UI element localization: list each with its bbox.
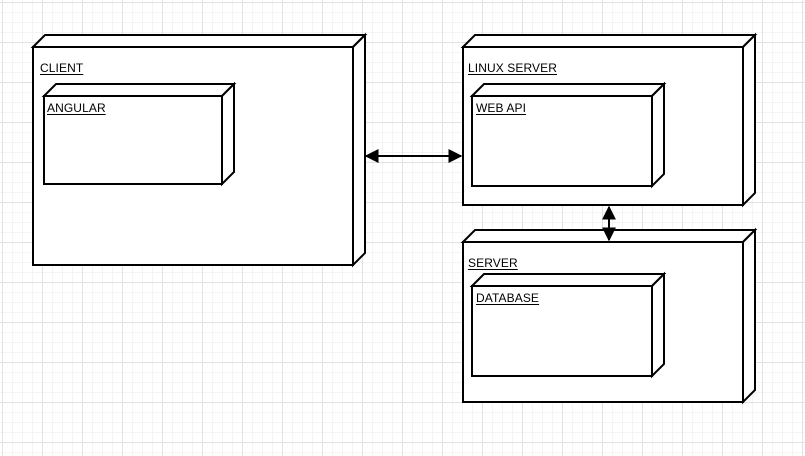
node-database-top-face (469, 273, 667, 287)
node-database-front-face (471, 285, 653, 377)
node-client[interactable] (30, 32, 368, 268)
node-database[interactable] (469, 271, 667, 379)
node-web-api-right-face (651, 81, 665, 189)
node-web-api[interactable] (469, 81, 667, 189)
node-database-right-face (651, 271, 665, 379)
node-linux-server-right-face (742, 32, 756, 208)
node-linux-server-label: LINUX SERVER (468, 61, 558, 75)
node-web-api-top-face (469, 83, 667, 97)
node-client-right-face (352, 32, 366, 268)
node-angular[interactable] (41, 81, 237, 187)
node-angular-top-face (41, 83, 237, 97)
node-server-label: SERVER (468, 256, 518, 270)
node-linux-server[interactable] (460, 32, 758, 208)
node-angular-label: ANGULAR (47, 101, 106, 115)
node-database-label: DATABASE (476, 291, 540, 305)
node-web-api-front-face (471, 95, 653, 187)
node-linux-server-top-face (460, 34, 758, 48)
node-server-right-face (742, 227, 756, 405)
node-web-api-label: WEB API (476, 101, 527, 115)
node-client-top-face (30, 34, 368, 48)
node-client-label: CLIENT (40, 61, 84, 75)
node-angular-right-face (221, 81, 235, 187)
node-angular-front-face (43, 95, 223, 185)
